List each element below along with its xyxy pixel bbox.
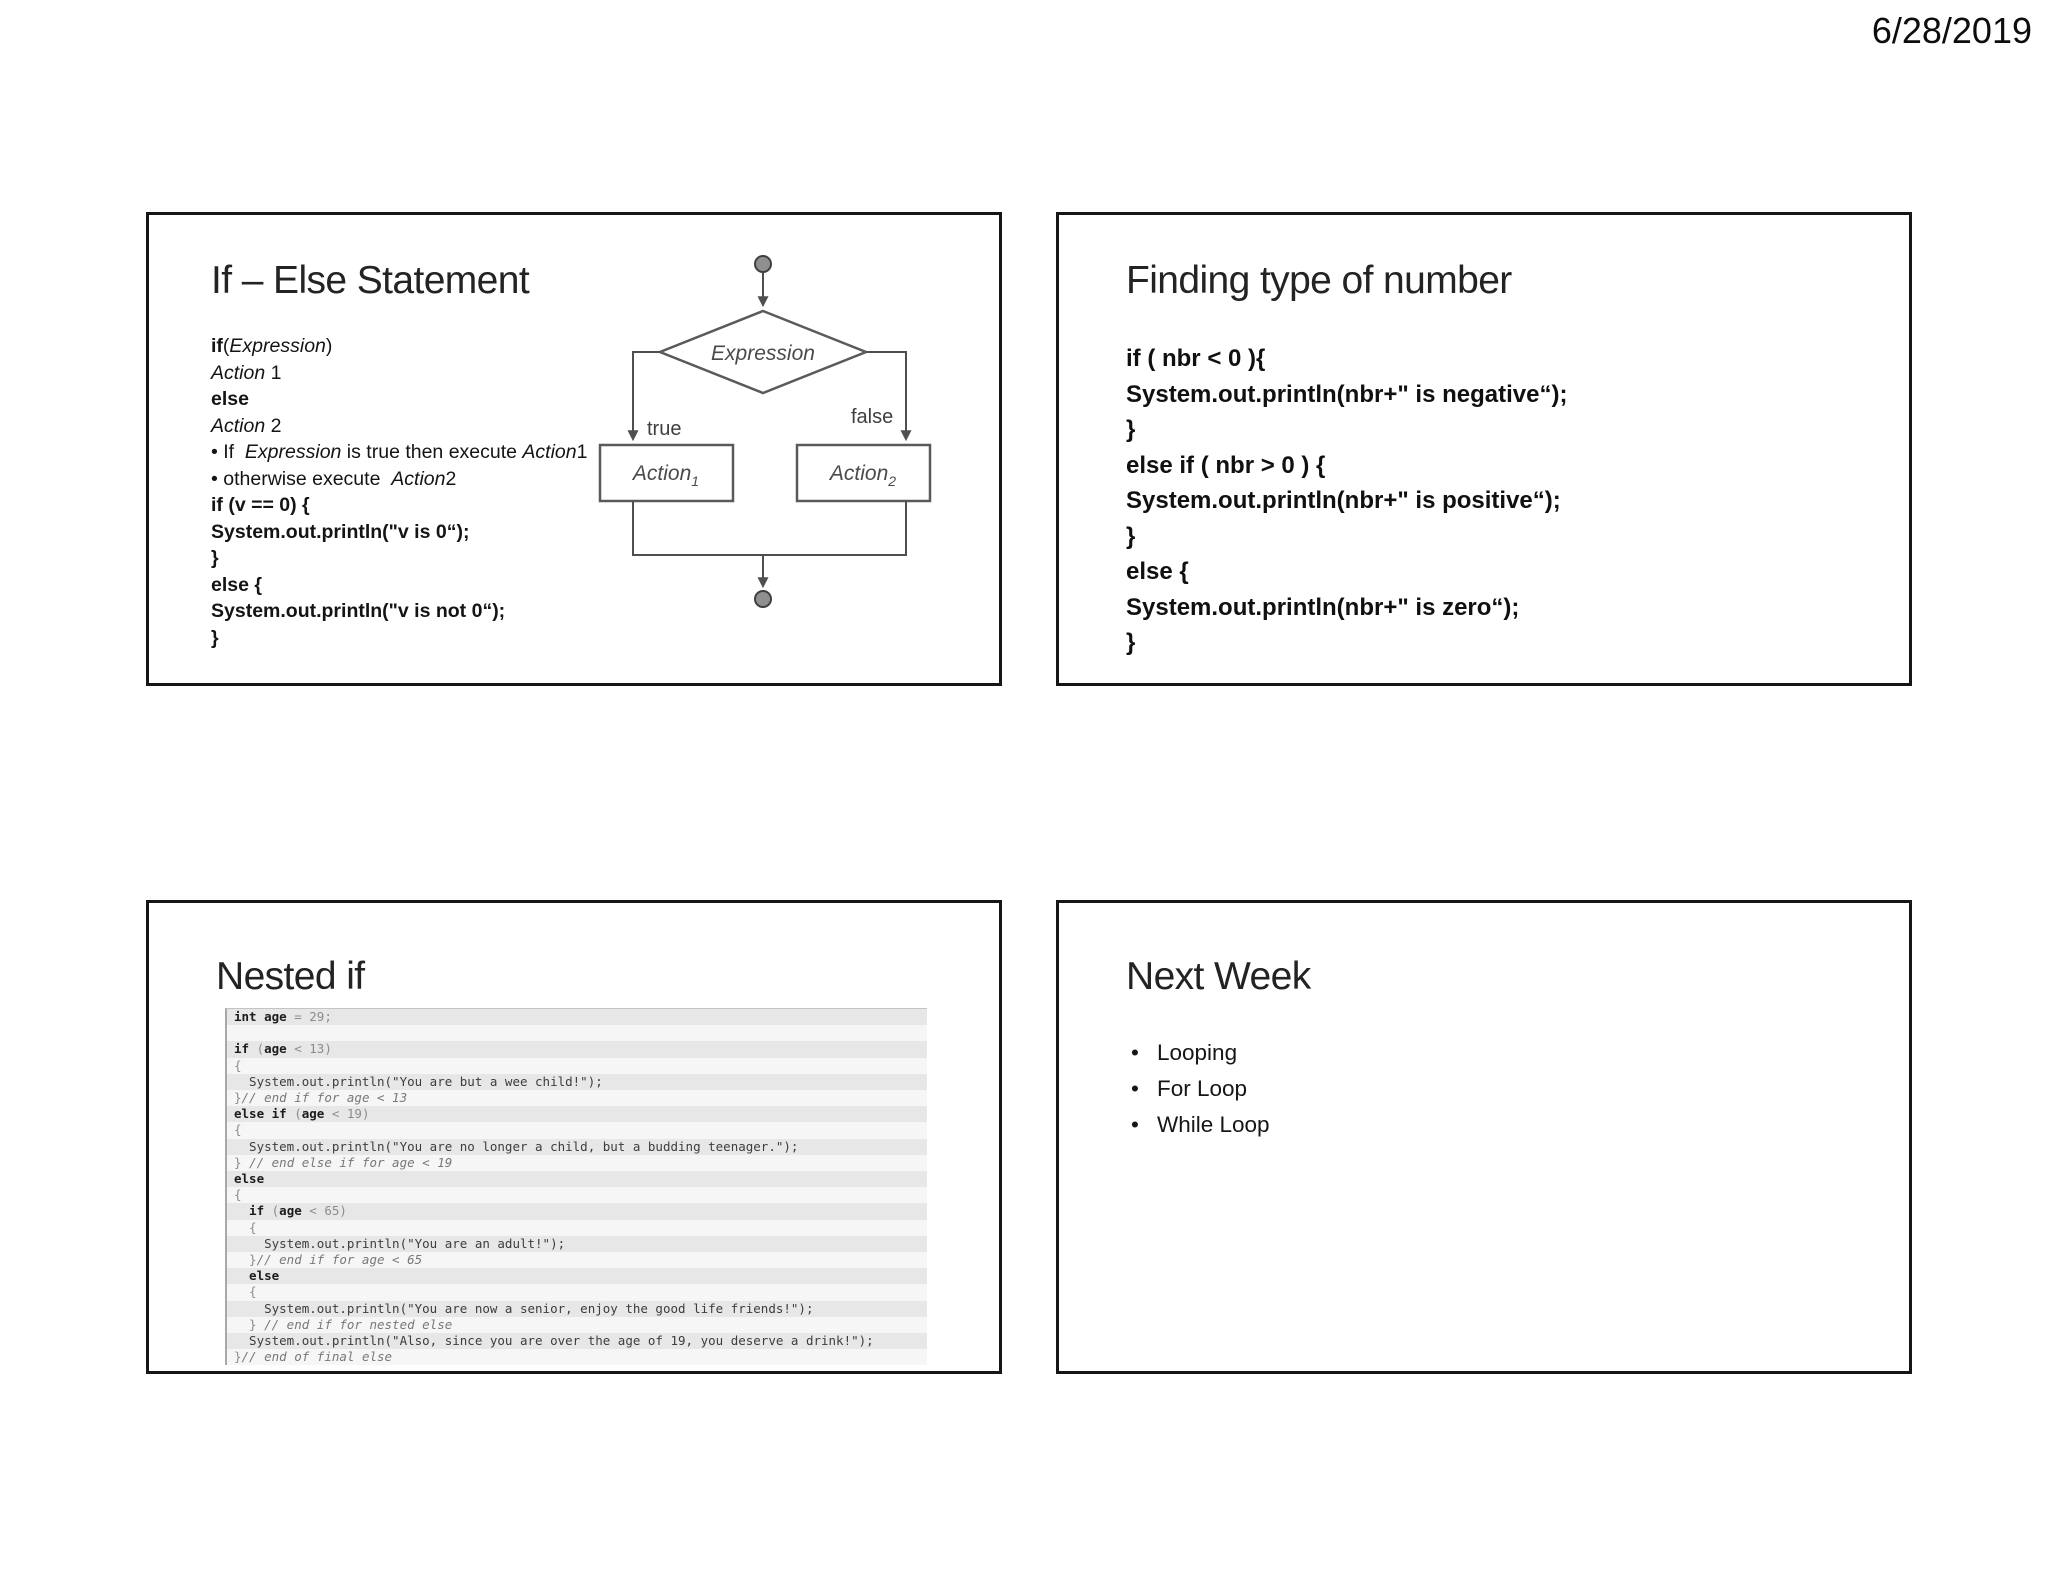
code-line: } // end if for nested else bbox=[227, 1316, 927, 1334]
flow-action2-label: Action2 bbox=[828, 462, 896, 489]
bullet-marker: • bbox=[1131, 1040, 1139, 1065]
next-week-bullet-list: • Looping • For Loop • While Loop bbox=[1131, 1035, 1270, 1143]
nested-if-code-screenshot: int age = 29; if (age < 13){ System.out.… bbox=[225, 1008, 927, 1366]
slide-next-week: Next Week • Looping • For Loop • While Loop bbox=[1056, 900, 1912, 1374]
code-line: System.out.println(nbr+" is zero“); bbox=[1126, 593, 1520, 621]
code-line: }// end if for age < 65 bbox=[227, 1252, 927, 1269]
code-line: if(Expression) bbox=[211, 335, 333, 357]
flow-expression-diamond bbox=[656, 309, 870, 395]
code-line: { bbox=[227, 1057, 927, 1074]
bullet-item: • Looping bbox=[1131, 1035, 1270, 1071]
code-line: else bbox=[227, 1171, 927, 1188]
code-line: { bbox=[227, 1284, 927, 1301]
code-line: else bbox=[227, 1268, 927, 1285]
code-line: else if (age < 19) bbox=[227, 1106, 927, 1123]
code-line: if (v == 0) { bbox=[211, 494, 310, 516]
code-line: else if ( nbr > 0 ) { bbox=[1126, 451, 1326, 479]
code-line: { bbox=[227, 1187, 927, 1204]
flow-true-branch bbox=[627, 351, 660, 442]
code-line: System.out.println("You are an adult!"); bbox=[227, 1235, 927, 1253]
code-line bbox=[227, 1025, 927, 1042]
bullet-text: For Loop bbox=[1157, 1076, 1248, 1101]
page-date: 6/28/2019 bbox=[1871, 10, 2032, 51]
bullet-text: While Loop bbox=[1157, 1112, 1270, 1137]
code-line: }// end of final else bbox=[227, 1349, 927, 1366]
code-line: System.out.println("v is not 0“); bbox=[211, 600, 506, 622]
code-line: System.out.println("You are no longer a … bbox=[227, 1138, 927, 1155]
flow-false-label: false bbox=[851, 406, 893, 428]
bullet-marker: • bbox=[1131, 1076, 1139, 1101]
slide-if-else-statement: If – Else Statement if(Expression) Action… bbox=[146, 212, 1002, 686]
finding-type-code-block: if ( nbr < 0 ){ System.out.println(nbr+" … bbox=[1126, 341, 1567, 661]
code-line: System.out.println("v is 0“); bbox=[211, 520, 470, 543]
code-line: System.out.println("You are now a senior… bbox=[227, 1300, 927, 1317]
bullet-item: • While Loop bbox=[1131, 1107, 1270, 1143]
code-line: }// end if for age < 13 bbox=[227, 1090, 927, 1107]
code-line: } bbox=[1126, 416, 1136, 443]
code-line: } bbox=[1126, 522, 1136, 550]
flow-action1-label: Action1 bbox=[631, 462, 699, 489]
code-line: { bbox=[227, 1219, 927, 1236]
code-line: if ( nbr < 0 ){ bbox=[1126, 345, 1266, 372]
flow-true-label: true bbox=[647, 418, 681, 440]
code-line: System.out.println("You are but a wee ch… bbox=[227, 1073, 927, 1091]
code-line: { bbox=[227, 1122, 927, 1139]
slide-title: Next Week bbox=[1126, 955, 1311, 998]
flow-end-dot bbox=[754, 590, 772, 608]
slide-title: If – Else Statement bbox=[211, 259, 530, 302]
flow-action1-box bbox=[598, 443, 735, 503]
bullet-marker: • bbox=[1131, 1112, 1139, 1137]
slide-nested-if: Nested if int age = 29; if (age < 13){ S… bbox=[146, 900, 1002, 1374]
slide-title: Nested if bbox=[216, 955, 365, 998]
code-line: else { bbox=[1126, 558, 1189, 585]
code-line: • If Expression is true then execute Act… bbox=[211, 441, 588, 463]
if-else-flowchart: Expression true false Action1 Action2 bbox=[598, 255, 932, 608]
code-line: Action 2 bbox=[211, 414, 282, 437]
code-line: System.out.println(nbr+" is negative“); bbox=[1126, 380, 1568, 408]
flow-false-branch bbox=[866, 351, 912, 442]
bullet-text: Looping bbox=[1157, 1040, 1238, 1065]
code-line: if (age < 65) bbox=[227, 1203, 927, 1220]
code-line: System.out.println("Also, since you are … bbox=[227, 1333, 927, 1350]
code-line: • otherwise execute Action2 bbox=[211, 467, 457, 490]
flow-action2-box bbox=[795, 443, 932, 503]
code-line: int age = 29; bbox=[227, 1009, 927, 1026]
code-line: else bbox=[211, 388, 249, 410]
flow-merge-connector bbox=[632, 501, 907, 556]
code-line: } bbox=[211, 547, 219, 569]
code-line: Action 1 bbox=[211, 361, 282, 384]
code-line: } bbox=[1126, 629, 1136, 656]
code-line: if (age < 13) bbox=[227, 1041, 927, 1058]
slide-title: Finding type of number bbox=[1126, 259, 1512, 302]
code-line: System.out.println(nbr+" is positive“); bbox=[1126, 487, 1561, 514]
bullet-item: • For Loop bbox=[1131, 1071, 1270, 1107]
code-line: } bbox=[211, 626, 219, 649]
slide-finding-type-of-number: Finding type of number if ( nbr < 0 ){ Sy… bbox=[1056, 212, 1912, 686]
flow-start-dot bbox=[754, 255, 772, 273]
code-line: } // end else if for age < 19 bbox=[227, 1154, 927, 1172]
flow-expression-label: Expression bbox=[711, 342, 815, 365]
code-line: else { bbox=[211, 573, 262, 596]
